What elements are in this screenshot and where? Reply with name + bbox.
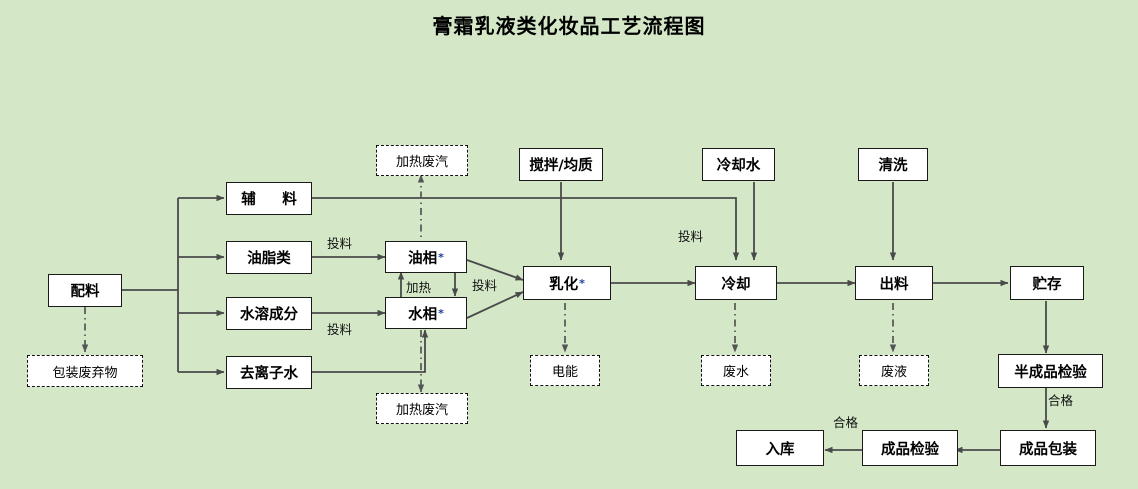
node-zhucun[interactable]: 贮存: [1010, 266, 1084, 300]
node-shuirong-chengfen[interactable]: 水溶成分: [226, 297, 312, 330]
node-dianneng[interactable]: 电能: [530, 355, 600, 386]
node-feiye[interactable]: 废液: [859, 355, 929, 386]
node-jiare-feiqi-top[interactable]: 加热废汽: [376, 145, 468, 176]
edge-label-jiare: 加热: [406, 280, 432, 295]
node-shuixiang[interactable]: 水相*: [385, 297, 467, 329]
node-youxiang[interactable]: 油相*: [385, 241, 467, 273]
node-baozhuang-feiqiwu[interactable]: 包装废弃物: [27, 355, 143, 387]
node-ruhua-label: 乳化: [549, 276, 579, 293]
node-lengquanshui[interactable]: 冷却水: [702, 148, 775, 181]
node-fuliao[interactable]: 辅 料: [226, 182, 312, 215]
edge-label-touliao-youzhi: 投料: [327, 236, 353, 251]
node-youxiang-label: 油相: [408, 250, 438, 267]
edge-label-touliao-shuirong: 投料: [327, 322, 353, 337]
node-ruhua[interactable]: 乳化*: [523, 266, 611, 300]
star-marker-ruhua: *: [579, 276, 585, 290]
node-shuixiang-label: 水相: [408, 306, 438, 323]
node-jiaoban-junzhi[interactable]: 搅拌/均质: [519, 148, 603, 181]
node-chengpin-baozhuang[interactable]: 成品包装: [1000, 430, 1096, 466]
star-marker-shuixiang: *: [438, 306, 444, 320]
node-qingxi[interactable]: 清洗: [858, 148, 928, 181]
edge-label-touliao-ruhua: 投料: [472, 278, 498, 293]
node-ruku[interactable]: 入库: [736, 430, 824, 466]
node-chengpin-jianyan[interactable]: 成品检验: [862, 430, 958, 466]
edge-label-hege-banchengpin: 合格: [1048, 393, 1074, 408]
node-youzhilei[interactable]: 油脂类: [226, 241, 312, 274]
node-qulizishui[interactable]: 去离子水: [226, 356, 312, 389]
node-feishui[interactable]: 废水: [701, 355, 771, 386]
edge-label-hege-chengpin: 合格: [833, 415, 859, 430]
star-marker-youxiang: *: [438, 250, 444, 264]
node-peiliao[interactable]: 配料: [48, 274, 122, 307]
node-banchengpin-jianyan[interactable]: 半成品检验: [998, 354, 1103, 388]
node-chuliao[interactable]: 出料: [855, 266, 933, 300]
edge-label-touliao-lengque: 投料: [678, 229, 704, 244]
node-lengque[interactable]: 冷却: [695, 266, 777, 300]
page-title: 膏霜乳液类化妆品工艺流程图: [432, 14, 706, 38]
node-jiare-feiqi-bottom[interactable]: 加热废汽: [376, 393, 468, 424]
